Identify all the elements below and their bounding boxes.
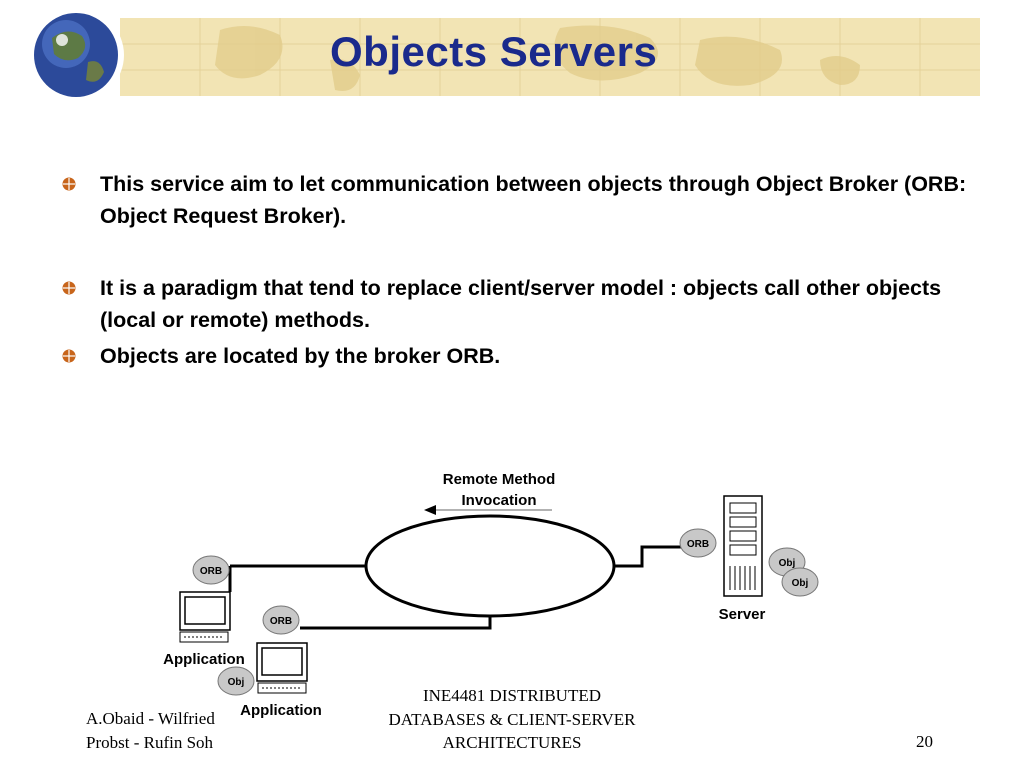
footer-course-line: ARCHITECTURES bbox=[442, 733, 582, 752]
bullet-text: It is a paradigm that tend to replace cl… bbox=[100, 276, 942, 332]
orb-node-app2: ORB bbox=[262, 605, 300, 635]
bullet-item: Objects are located by the broker ORB. bbox=[62, 340, 500, 372]
slide-title: Objects Servers bbox=[330, 28, 658, 75]
bullet-text: Objects are located by the broker ORB. bbox=[100, 344, 501, 368]
bullet-item: This service aim to let communication be… bbox=[62, 168, 982, 232]
footer-author-line: Probst - Rufin Soh bbox=[86, 733, 214, 752]
bullet-text: This service aim to let communication be… bbox=[100, 172, 967, 228]
orb-node-app1: ORB bbox=[192, 555, 230, 585]
rmi-label-line1: Remote Method bbox=[443, 471, 556, 488]
header-banner bbox=[32, 9, 980, 101]
bullet-item: It is a paradigm that tend to replace cl… bbox=[62, 272, 982, 336]
orb-label: ORB bbox=[687, 539, 709, 550]
bullet-marker-icon bbox=[62, 281, 76, 295]
orb-node-server: ORB bbox=[679, 528, 717, 558]
link-app2 bbox=[300, 616, 492, 630]
obj-label: Obj bbox=[779, 558, 796, 569]
orb-label: ORB bbox=[200, 566, 222, 577]
application-label: Application bbox=[163, 651, 245, 668]
rmi-label-line2: Invocation bbox=[461, 492, 536, 509]
footer-author-line: A.Obaid - Wilfried bbox=[86, 709, 215, 728]
network-ellipse bbox=[364, 514, 616, 618]
globe-icon bbox=[32, 9, 124, 101]
rmi-arrowhead-icon bbox=[424, 505, 436, 515]
obj-node-server-2: Obj bbox=[781, 567, 819, 597]
computer-icon bbox=[256, 642, 308, 694]
server-label: Server bbox=[719, 606, 766, 623]
page-number: 20 bbox=[916, 732, 933, 751]
footer-course-line: DATABASES & CLIENT-SERVER bbox=[388, 709, 636, 729]
server-tower-icon bbox=[723, 495, 763, 597]
footer-course-line: INE4481 DISTRIBUTED bbox=[422, 686, 601, 705]
obj-node-app: Obj bbox=[217, 666, 255, 696]
application-label: Application bbox=[240, 702, 322, 719]
obj-label: Obj bbox=[792, 578, 809, 589]
link-server bbox=[613, 545, 683, 568]
obj-label: Obj bbox=[228, 677, 245, 688]
orb-label: ORB bbox=[270, 616, 292, 627]
bullet-marker-icon bbox=[62, 177, 76, 191]
computer-icon bbox=[179, 591, 231, 643]
footer-course: INE4481 DISTRIBUTED DATABASES & CLIENT-S… bbox=[362, 684, 662, 755]
footer-authors: A.Obaid - Wilfried Probst - Rufin Soh bbox=[86, 707, 215, 755]
bullet-marker-icon bbox=[62, 349, 76, 363]
